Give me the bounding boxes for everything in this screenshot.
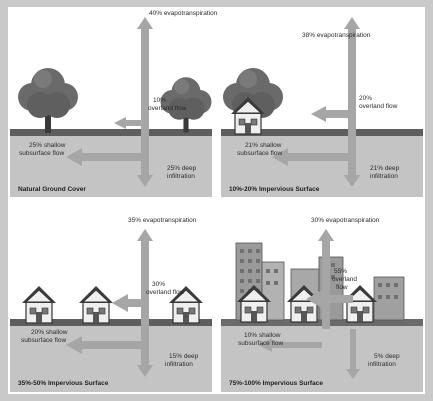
overland-flow-label: overland [332, 276, 357, 283]
overland-flow-label: overland flow [148, 105, 187, 112]
shallow-flow-label: 21% shallow [245, 142, 282, 149]
grass [10, 129, 212, 136]
shallow-flow-arrow [66, 336, 142, 354]
overland-flow-label: overland flow [146, 289, 185, 296]
overland-flow-arrow [112, 294, 142, 312]
deep-infiltration-label: infiltration [368, 361, 396, 368]
ground [221, 135, 423, 197]
house-icon [21, 285, 57, 324]
panel-caption: 10%-20% Impervious Surface [229, 186, 320, 193]
shallow-flow-label: subsurface flow [238, 340, 283, 347]
overland-flow-label: flow [336, 284, 348, 291]
panel-natural-ground-cover: 40% evapotranspiration 10% overland flow… [10, 10, 218, 197]
deep-infiltration-arrow [346, 329, 360, 379]
overland-flow-arrow [311, 106, 348, 122]
deep-infiltration-label: infiltration [165, 361, 193, 368]
shallow-flow-label: 20% shallow [31, 329, 68, 336]
grass [221, 129, 423, 136]
panel-75-100-impervious: 30% evapotranspiration 55% overland flow… [221, 217, 423, 392]
ground [10, 135, 212, 197]
shallow-flow-label: 10% shallow [244, 332, 281, 339]
evapotranspiration-arrow [137, 229, 153, 329]
diagram-frame: 40% evapotranspiration 10% overland flow… [8, 7, 425, 394]
shallow-flow-label: subsurface flow [21, 337, 66, 344]
evapotranspiration-arrow [137, 17, 153, 139]
evapotranspiration-label: 40% evapotranspiration [149, 10, 218, 17]
shallow-flow-label: subsurface flow [19, 150, 64, 157]
overland-flow-arrow [306, 290, 353, 308]
evapotranspiration-label: 30% evapotranspiration [311, 217, 380, 224]
evapotranspiration-arrow [344, 17, 360, 139]
panel-10-20-impervious: 38% evapotranspiration 20% overland flow… [221, 17, 423, 197]
evapotranspiration-label: 35% evapotranspiration [128, 217, 197, 224]
deep-infiltration-arrow [344, 139, 360, 187]
overland-flow-arrow [114, 117, 142, 129]
ground [221, 325, 423, 392]
overland-flow-label: 55% [334, 268, 347, 275]
shallow-flow-arrow [272, 148, 348, 166]
overland-flow-label: 10% [153, 97, 166, 104]
overland-flow-label: 30% [152, 281, 165, 288]
deep-infiltration-arrow [137, 139, 153, 187]
house-icon [342, 284, 378, 323]
evapotranspiration-label: 38% evapotranspiration [302, 32, 371, 39]
grass [10, 319, 212, 326]
panel-caption: 75%-100% Impervious Surface [229, 380, 323, 387]
panel-caption: 35%-50% Impervious Surface [18, 380, 109, 387]
panel-35-50-impervious: 35% evapotranspiration 30% overland flow… [10, 217, 212, 392]
panel-caption: Natural Ground Cover [18, 186, 86, 193]
overland-flow-label: overland flow [359, 103, 398, 110]
runoff-diagram: 40% evapotranspiration 10% overland flow… [10, 10, 423, 392]
tree-icon [18, 68, 78, 133]
deep-infiltration-label: 25% deep [167, 165, 197, 172]
shallow-flow-arrow [66, 148, 142, 166]
ground [10, 325, 212, 392]
deep-infiltration-label: 15% deep [169, 353, 199, 360]
deep-infiltration-label: 21% deep [370, 165, 400, 172]
shallow-flow-arrow [258, 338, 322, 352]
shallow-flow-label: 25% shallow [29, 142, 66, 149]
deep-infiltration-label: 5% deep [374, 353, 400, 360]
house-icon [78, 285, 114, 324]
deep-infiltration-label: infiltration [167, 173, 195, 180]
shallow-flow-label: subsurface flow [237, 150, 282, 157]
deep-infiltration-label: infiltration [370, 173, 398, 180]
overland-flow-label: 20% [359, 95, 372, 102]
deep-infiltration-arrow [137, 329, 153, 377]
